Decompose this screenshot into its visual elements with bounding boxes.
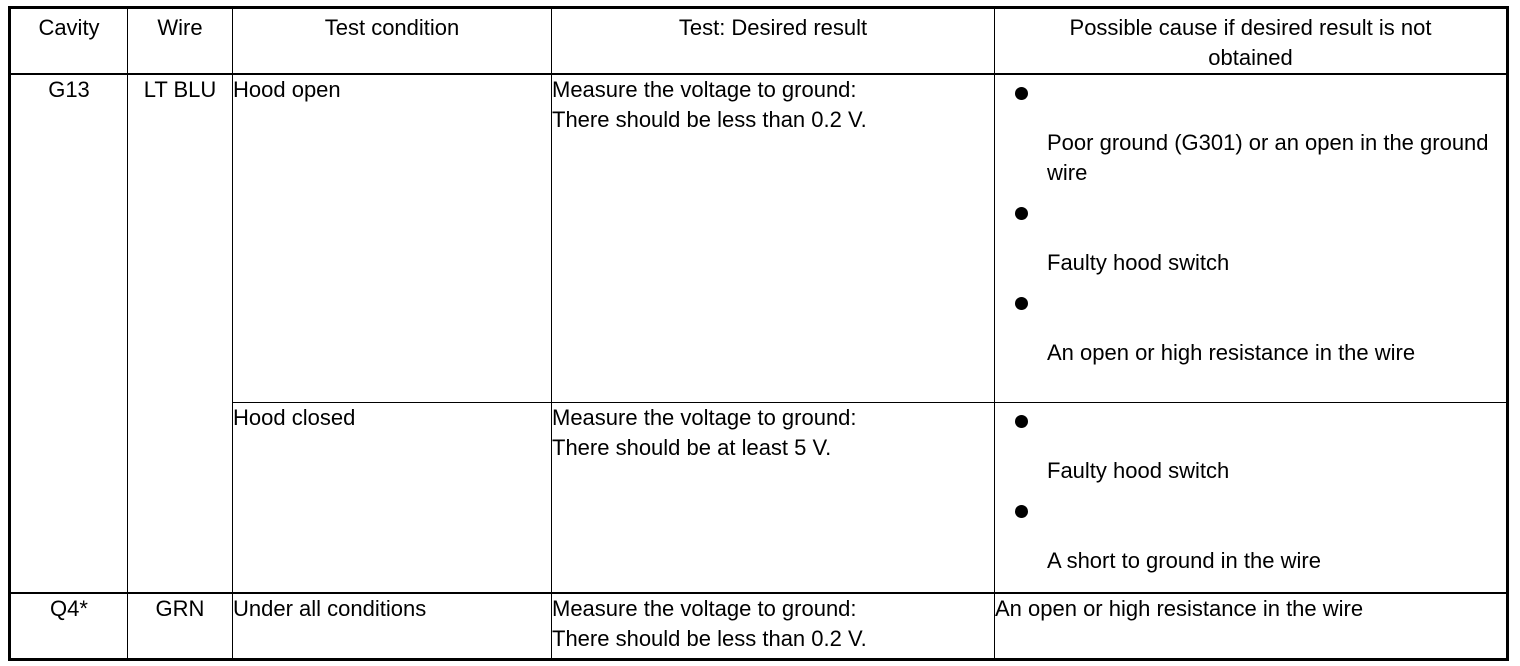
desired-result-cell: Measure the voltage to ground: There sho…	[551, 401, 995, 594]
bullet-icon	[1015, 87, 1028, 100]
result-line: There should be less than 0.2 V.	[552, 107, 867, 132]
table-row: G13 LT BLU Hood open Measure the voltage…	[9, 73, 1508, 594]
cause-text: Faulty hood switch	[1047, 457, 1230, 483]
result-line: Measure the voltage to ground:	[552, 404, 857, 430]
result-line: Measure the voltage to ground:	[552, 596, 857, 621]
possible-cause-cell: Poor ground (G301) or an open in the gro…	[994, 73, 1508, 403]
table-row: Q4* GRN Under all conditions Measure the…	[9, 592, 1508, 660]
header-wire: Wire	[127, 7, 233, 75]
diagnostic-test-table: Cavity Wire Test condition Test: Desired…	[8, 6, 1509, 661]
bullet-icon	[1015, 504, 1028, 518]
header-cavity: Cavity	[9, 7, 128, 75]
list-item: A short to ground in the wire	[995, 501, 1506, 591]
possible-cause-cell: Faulty hood switch A short to ground in …	[994, 401, 1508, 594]
test-condition-cell: Hood closed	[232, 401, 552, 594]
list-item: Faulty hood switch	[995, 203, 1506, 293]
test-condition-cell: Hood open	[232, 73, 552, 403]
bullet-icon	[1015, 207, 1028, 220]
cause-text: An open or high resistance in the wire	[1047, 340, 1416, 365]
result-line: There should be less than 0.2 V.	[552, 626, 867, 651]
table-row: Hood closed Measure the voltage to groun…	[10, 401, 1508, 594]
wire-cell: LT BLU	[127, 73, 233, 594]
desired-result-cell: Measure the voltage to ground: There sho…	[551, 592, 995, 660]
wire-cell: GRN	[127, 592, 233, 660]
list-item: Poor ground (G301) or an open in the gro…	[995, 83, 1506, 203]
possible-cause-cell: An open or high resistance in the wire	[994, 592, 1508, 660]
list-item: Faulty hood switch	[995, 411, 1506, 501]
cause-text: Poor ground (G301) or an open in the gro…	[1047, 130, 1489, 185]
test-condition-cell: Under all conditions	[232, 592, 552, 660]
bullet-icon	[1015, 414, 1028, 428]
cause-text: A short to ground in the wire	[1047, 547, 1321, 573]
cause-list: Poor ground (G301) or an open in the gro…	[995, 75, 1506, 383]
result-line: There should be at least 5 V.	[552, 434, 832, 460]
cavity-cell: G13	[9, 73, 128, 594]
header-possible-cause: Possible cause if desired result is not …	[994, 7, 1508, 75]
desired-result-cell: Measure the voltage to ground: There sho…	[551, 73, 995, 403]
cause-list: Faulty hood switch A short to ground in …	[995, 403, 1506, 591]
table-header-row: Cavity Wire Test condition Test: Desired…	[9, 7, 1508, 75]
bullet-icon	[1015, 297, 1028, 310]
list-item: An open or high resistance in the wire	[995, 293, 1506, 383]
header-test-desired-result: Test: Desired result	[551, 7, 995, 75]
cavity-cell: Q4*	[9, 592, 128, 660]
result-line: Measure the voltage to ground:	[552, 77, 857, 102]
header-test-condition: Test condition	[232, 7, 552, 75]
cause-text: Faulty hood switch	[1047, 250, 1230, 275]
